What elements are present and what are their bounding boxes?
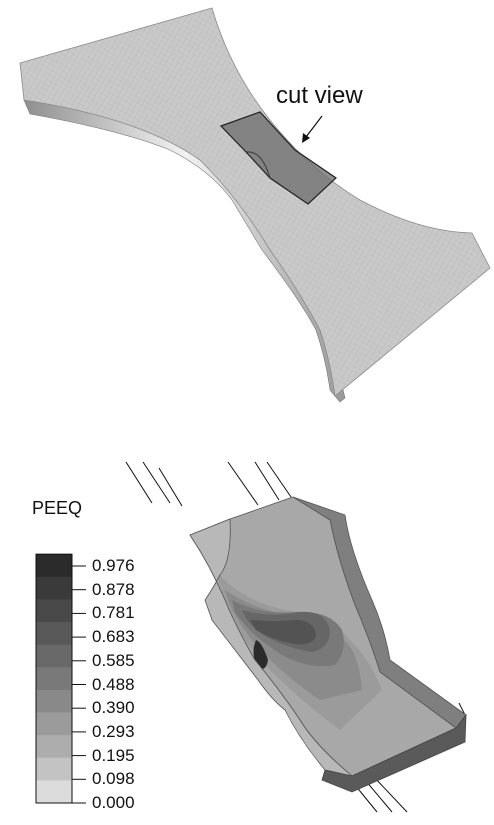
section-contour-plot (189, 496, 467, 793)
legend-frame (35, 553, 73, 804)
legend-band (36, 780, 72, 804)
legend-tick-label: 0.293 (92, 721, 135, 741)
specimen-3d-view (19, 7, 491, 403)
cut-view-notch (245, 151, 271, 179)
legend-tick-label: 0.585 (92, 650, 135, 670)
legend-tick-label: 0.488 (92, 674, 135, 694)
legend-band (36, 735, 72, 759)
legend-band (36, 576, 72, 600)
legend-tick-label: 0.878 (92, 579, 135, 599)
cut-view-callout-label: cut view (276, 82, 363, 109)
legend-tick-label: 0.000 (92, 793, 135, 812)
legend-band (36, 689, 72, 714)
legend-tick-label: 0.683 (92, 627, 135, 647)
legend-tick-label: 0.390 (92, 698, 135, 718)
legend-band (36, 599, 72, 623)
legend-tick-label: 0.098 (92, 769, 135, 789)
legend-colorbar (35, 553, 86, 804)
legend-band (36, 712, 72, 736)
legend-title: PEEQ (32, 498, 83, 518)
legend-tick-label: 0.195 (92, 745, 135, 765)
section-front-face (321, 713, 467, 793)
legend-band (36, 757, 72, 781)
legend-tick-label: 0.976 (92, 556, 135, 575)
callout-arrow (302, 115, 323, 143)
legend-band (36, 622, 72, 646)
legend-band (36, 644, 72, 668)
legend-band (36, 667, 72, 691)
legend-band (36, 554, 72, 578)
legend-tick-label: 0.781 (92, 603, 135, 623)
cut-view-region (219, 111, 337, 205)
section-left-face (189, 518, 353, 777)
specimen-top-surface (19, 7, 491, 397)
